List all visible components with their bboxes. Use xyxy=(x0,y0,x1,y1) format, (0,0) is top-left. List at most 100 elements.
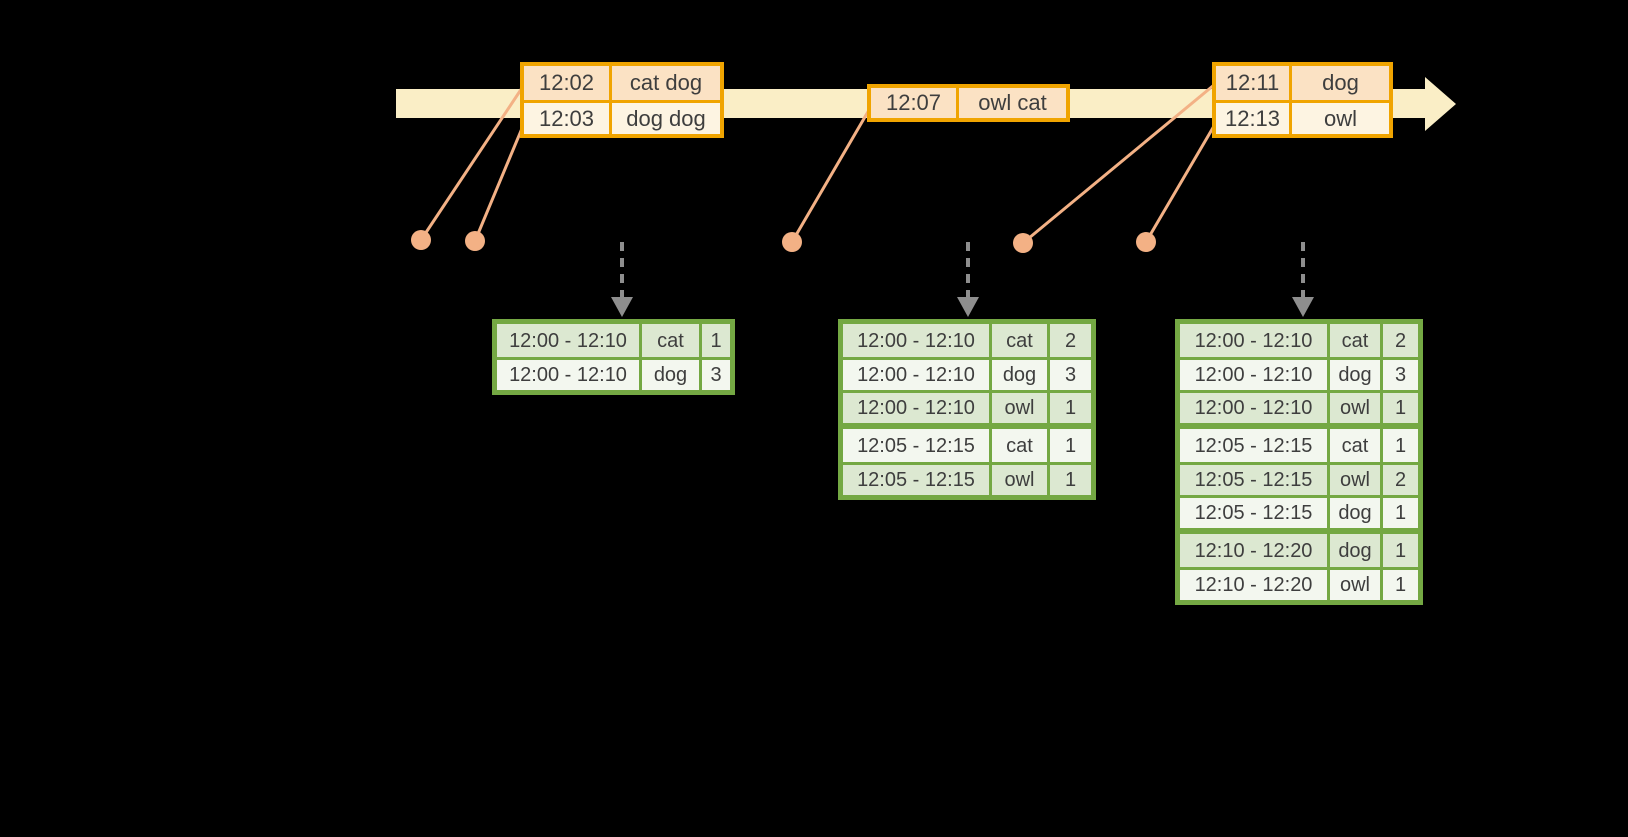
window-group: 12:00 - 12:10 cat 2 12:00 - 12:10 dog 3 … xyxy=(1180,324,1418,423)
count-cell: 1 xyxy=(1380,570,1418,600)
window-group: 12:05 - 12:15 cat 1 12:05 - 12:15 owl 2 … xyxy=(1180,423,1418,528)
event-connector-line xyxy=(419,87,524,241)
count-cell: 1 xyxy=(1047,393,1091,423)
event-words-cell: dog xyxy=(1289,66,1389,100)
result-table-2: 12:00 - 12:10 cat 2 12:00 - 12:10 dog 3 … xyxy=(838,319,1096,500)
word-cell: cat xyxy=(639,324,699,357)
word-cell: cat xyxy=(1327,324,1380,357)
count-cell: 1 xyxy=(1380,498,1418,528)
count-cell: 1 xyxy=(1380,429,1418,462)
word-cell: dog xyxy=(1327,498,1380,528)
count-cell: 3 xyxy=(1380,360,1418,390)
event-connector-line xyxy=(790,109,871,243)
event-time-cell: 12:03 xyxy=(538,105,595,131)
word-cell: owl xyxy=(1327,570,1380,600)
window-group: 12:00 - 12:10 cat 1 12:00 - 12:10 dog 3 xyxy=(497,324,730,390)
result-row: 12:05 - 12:15 dog 1 xyxy=(1180,495,1418,528)
window-cell: 12:05 - 12:15 xyxy=(1194,469,1313,491)
result-row: 12:00 - 12:10 dog 3 xyxy=(843,357,1091,390)
window-cell: 12:05 - 12:15 xyxy=(857,469,975,491)
word-cell: owl xyxy=(1327,465,1380,495)
window-cell: 12:00 - 12:10 xyxy=(857,329,975,352)
event-words-cell: cat dog xyxy=(609,66,720,100)
window-group: 12:10 - 12:20 dog 1 12:10 - 12:20 owl 1 xyxy=(1180,528,1418,600)
word-cell: dog xyxy=(639,360,699,390)
event-time-cell: 12:11 xyxy=(1225,70,1280,95)
event-connector-line xyxy=(1022,83,1215,245)
result-row: 12:10 - 12:20 owl 1 xyxy=(1180,567,1418,600)
window-cell: 12:00 - 12:10 xyxy=(857,397,975,419)
count-cell: 3 xyxy=(699,360,730,390)
count-cell: 2 xyxy=(1047,324,1091,357)
result-row: 12:00 - 12:10 dog 3 xyxy=(1180,357,1418,390)
count-cell: 1 xyxy=(1380,534,1418,567)
word-cell: owl xyxy=(989,393,1047,423)
event-connector-line xyxy=(473,125,525,242)
window-cell: 12:00 - 12:10 xyxy=(509,329,627,352)
window-cell: 12:05 - 12:15 xyxy=(857,434,975,457)
event-words-cell: dog dog xyxy=(609,103,720,134)
event-row: 12:11 dog xyxy=(1216,66,1389,100)
result-table-3: 12:00 - 12:10 cat 2 12:00 - 12:10 dog 3 … xyxy=(1175,319,1423,605)
window-cell: 12:00 - 12:10 xyxy=(857,364,975,386)
event-time-cell: 12:07 xyxy=(885,90,942,115)
trigger-arrowhead-icon xyxy=(957,297,979,317)
event-words-cell: owl xyxy=(1289,103,1389,134)
word-cell: dog xyxy=(989,360,1047,390)
window-cell: 12:05 - 12:15 xyxy=(1194,502,1313,524)
count-cell: 3 xyxy=(1047,360,1091,390)
event-marker-dot xyxy=(1013,233,1033,253)
event-row: 12:02 cat dog xyxy=(524,66,720,100)
event-table-1: 12:02 cat dog 12:03 dog dog xyxy=(520,62,724,138)
window-cell: 12:10 - 12:20 xyxy=(1194,574,1313,596)
count-cell: 1 xyxy=(1047,429,1091,462)
word-cell: owl xyxy=(989,465,1047,495)
result-row: 12:05 - 12:15 owl 1 xyxy=(843,462,1091,495)
event-marker-dot xyxy=(465,231,485,251)
result-row: 12:05 - 12:15 cat 1 xyxy=(1180,429,1418,462)
timeline-arrowhead-icon xyxy=(1425,77,1456,131)
event-connector-line xyxy=(1144,125,1216,243)
result-row: 12:00 - 12:10 owl 1 xyxy=(843,390,1091,423)
event-table-3: 12:11 dog 12:13 owl xyxy=(1212,62,1393,138)
event-row: 12:03 dog dog xyxy=(524,100,720,134)
event-marker-dot xyxy=(1136,232,1156,252)
word-cell: dog xyxy=(1327,534,1380,567)
event-time-cell: 12:02 xyxy=(538,70,595,95)
count-cell: 1 xyxy=(1380,393,1418,423)
trigger-arrowhead-icon xyxy=(1292,297,1314,317)
window-cell: 12:00 - 12:10 xyxy=(1194,329,1313,352)
result-row: 12:00 - 12:10 owl 1 xyxy=(1180,390,1418,423)
result-row: 12:00 - 12:10 cat 2 xyxy=(1180,324,1418,357)
count-cell: 1 xyxy=(1047,465,1091,495)
window-cell: 12:05 - 12:15 xyxy=(1194,434,1313,457)
result-table-1: 12:00 - 12:10 cat 1 12:00 - 12:10 dog 3 xyxy=(492,319,735,395)
event-time-cell: 12:13 xyxy=(1224,105,1281,131)
result-row: 12:00 - 12:10 cat 2 xyxy=(843,324,1091,357)
event-marker-dot xyxy=(782,232,802,252)
window-cell: 12:10 - 12:20 xyxy=(1194,539,1313,562)
word-cell: cat xyxy=(1327,429,1380,462)
result-row: 12:00 - 12:10 dog 3 xyxy=(497,357,730,390)
word-cell: owl xyxy=(1327,393,1380,423)
event-words-cell: owl cat xyxy=(956,88,1066,118)
event-row: 12:13 owl xyxy=(1216,100,1389,134)
window-cell: 12:00 - 12:10 xyxy=(1194,397,1313,419)
window-cell: 12:00 - 12:10 xyxy=(1194,364,1313,386)
result-row: 12:00 - 12:10 cat 1 xyxy=(497,324,730,357)
count-cell: 2 xyxy=(1380,324,1418,357)
result-row: 12:10 - 12:20 dog 1 xyxy=(1180,534,1418,567)
event-marker-dot xyxy=(411,230,431,250)
word-cell: cat xyxy=(989,429,1047,462)
event-row: 12:07 owl cat xyxy=(871,88,1066,118)
count-cell: 2 xyxy=(1380,465,1418,495)
window-cell: 12:00 - 12:10 xyxy=(509,364,627,386)
count-cell: 1 xyxy=(699,324,730,357)
word-cell: dog xyxy=(1327,360,1380,390)
trigger-arrowhead-icon xyxy=(611,297,633,317)
result-row: 12:05 - 12:15 owl 2 xyxy=(1180,462,1418,495)
window-group: 12:00 - 12:10 cat 2 12:00 - 12:10 dog 3 … xyxy=(843,324,1091,423)
result-row: 12:05 - 12:15 cat 1 xyxy=(843,429,1091,462)
event-table-2: 12:07 owl cat xyxy=(867,84,1070,122)
